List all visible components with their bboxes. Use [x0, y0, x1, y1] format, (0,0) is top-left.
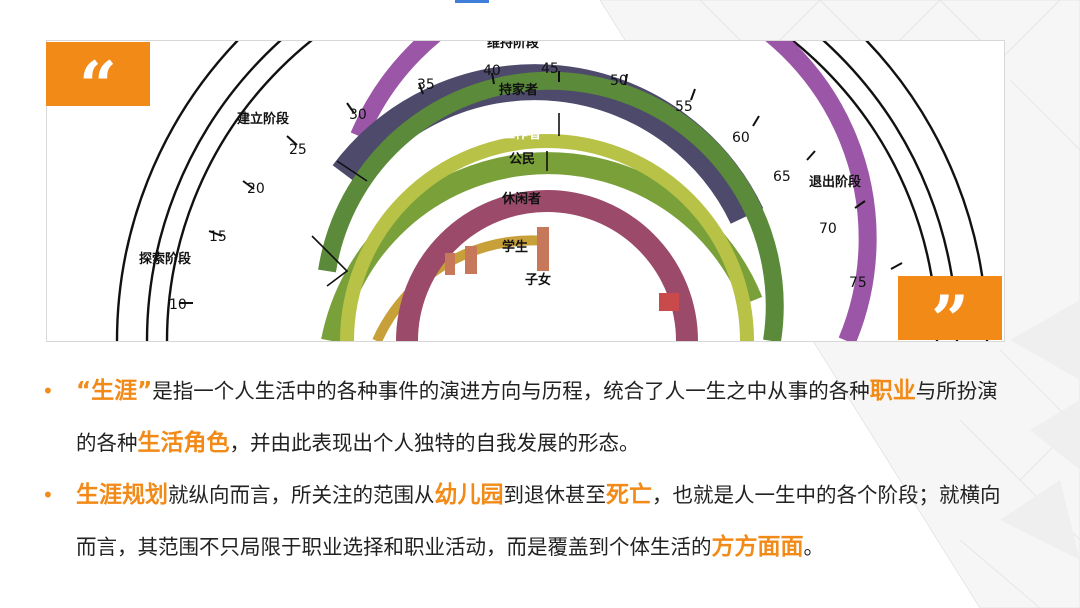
text-segment: “生涯”: [76, 378, 153, 404]
role-label-child: 子女: [525, 272, 551, 288]
open-quote-icon: “: [79, 47, 117, 125]
stage-label-establishment: 建立阶段: [237, 111, 289, 127]
text-segment: 就纵向而言，所关注的范围从: [168, 483, 435, 507]
open-quote-badge: “: [46, 42, 150, 119]
bullet-dot-icon: •: [42, 379, 54, 403]
bullet-item-career-definition: • “生涯”是指一个人生活中的各种事件的演进方向与历程，统合了人一生之中从事的各…: [42, 365, 1017, 469]
stage-label-maintenance: 维持阶段: [487, 41, 539, 51]
age-label: 75: [849, 275, 867, 291]
text-segment: 生活角色: [137, 430, 230, 456]
text-segment: 与所扮演的各种: [76, 379, 998, 455]
age-label: 30: [349, 107, 367, 123]
close-quote-badge: ”: [898, 276, 1002, 353]
rainbow-diagram: 10 15 20 25 30 35 40 45 50 55 60 65 70 7…: [115, 41, 989, 341]
age-label: 35: [417, 77, 435, 93]
age-label: 65: [773, 169, 791, 185]
text-segment: 到退休甚至: [503, 483, 607, 507]
life-career-rainbow-figure: 10 15 20 25 30 35 40 45 50 55 60 65 70 7…: [46, 40, 1005, 342]
age-label: 40: [483, 63, 501, 79]
bullet-item-career-planning: • 生涯规划就纵向而言，所关注的范围从幼儿园到退休甚至死亡，也就是人一生中的各个…: [42, 469, 1017, 573]
role-label-citizen: 公民: [509, 152, 535, 167]
stage-label-decline: 退出阶段: [809, 174, 861, 190]
age-label: 45: [541, 61, 559, 77]
text-segment: 死亡: [606, 482, 652, 508]
text-segment: 幼儿园: [434, 482, 504, 508]
bullet-dot-icon: •: [42, 483, 54, 507]
text-segment: 生涯规划: [76, 482, 168, 508]
text-segment: ，也就是人一生中的各个阶段；就横向而言，其范围不只局限于职业选择和职业活动，而是…: [76, 483, 1001, 559]
text-segment: 是指一个人生活中的各种事件的演进方向与历程，统合了人一生之中从事的各种: [152, 379, 870, 403]
age-label: 60: [732, 130, 750, 146]
definition-text-block: • “生涯”是指一个人生活中的各种事件的演进方向与历程，统合了人一生之中从事的各…: [42, 365, 1017, 573]
age-label: 25: [289, 142, 307, 158]
text-segment: 方方面面: [711, 534, 804, 560]
age-label: 55: [675, 99, 693, 115]
age-label: 10: [169, 297, 187, 313]
close-quote-icon: ”: [931, 281, 969, 359]
text-segment: ，并由此表现出个人独特的自我发展的形态。: [229, 431, 640, 455]
age-label: 70: [819, 221, 837, 237]
role-label-leisurite: 休闲者: [501, 191, 541, 207]
top-accent-mark: [455, 0, 489, 3]
role-label-student: 学生: [502, 239, 528, 255]
text-segment: 职业: [869, 378, 916, 404]
text-segment: 。: [803, 535, 825, 559]
age-label: 15: [209, 229, 227, 245]
age-label: 50: [610, 73, 628, 89]
age-label: 20: [247, 181, 265, 197]
stage-label-exploration: 探索阶段: [139, 251, 191, 267]
role-label-worker: 工作者: [502, 126, 541, 142]
role-label-homemaker: 持家者: [499, 82, 538, 98]
